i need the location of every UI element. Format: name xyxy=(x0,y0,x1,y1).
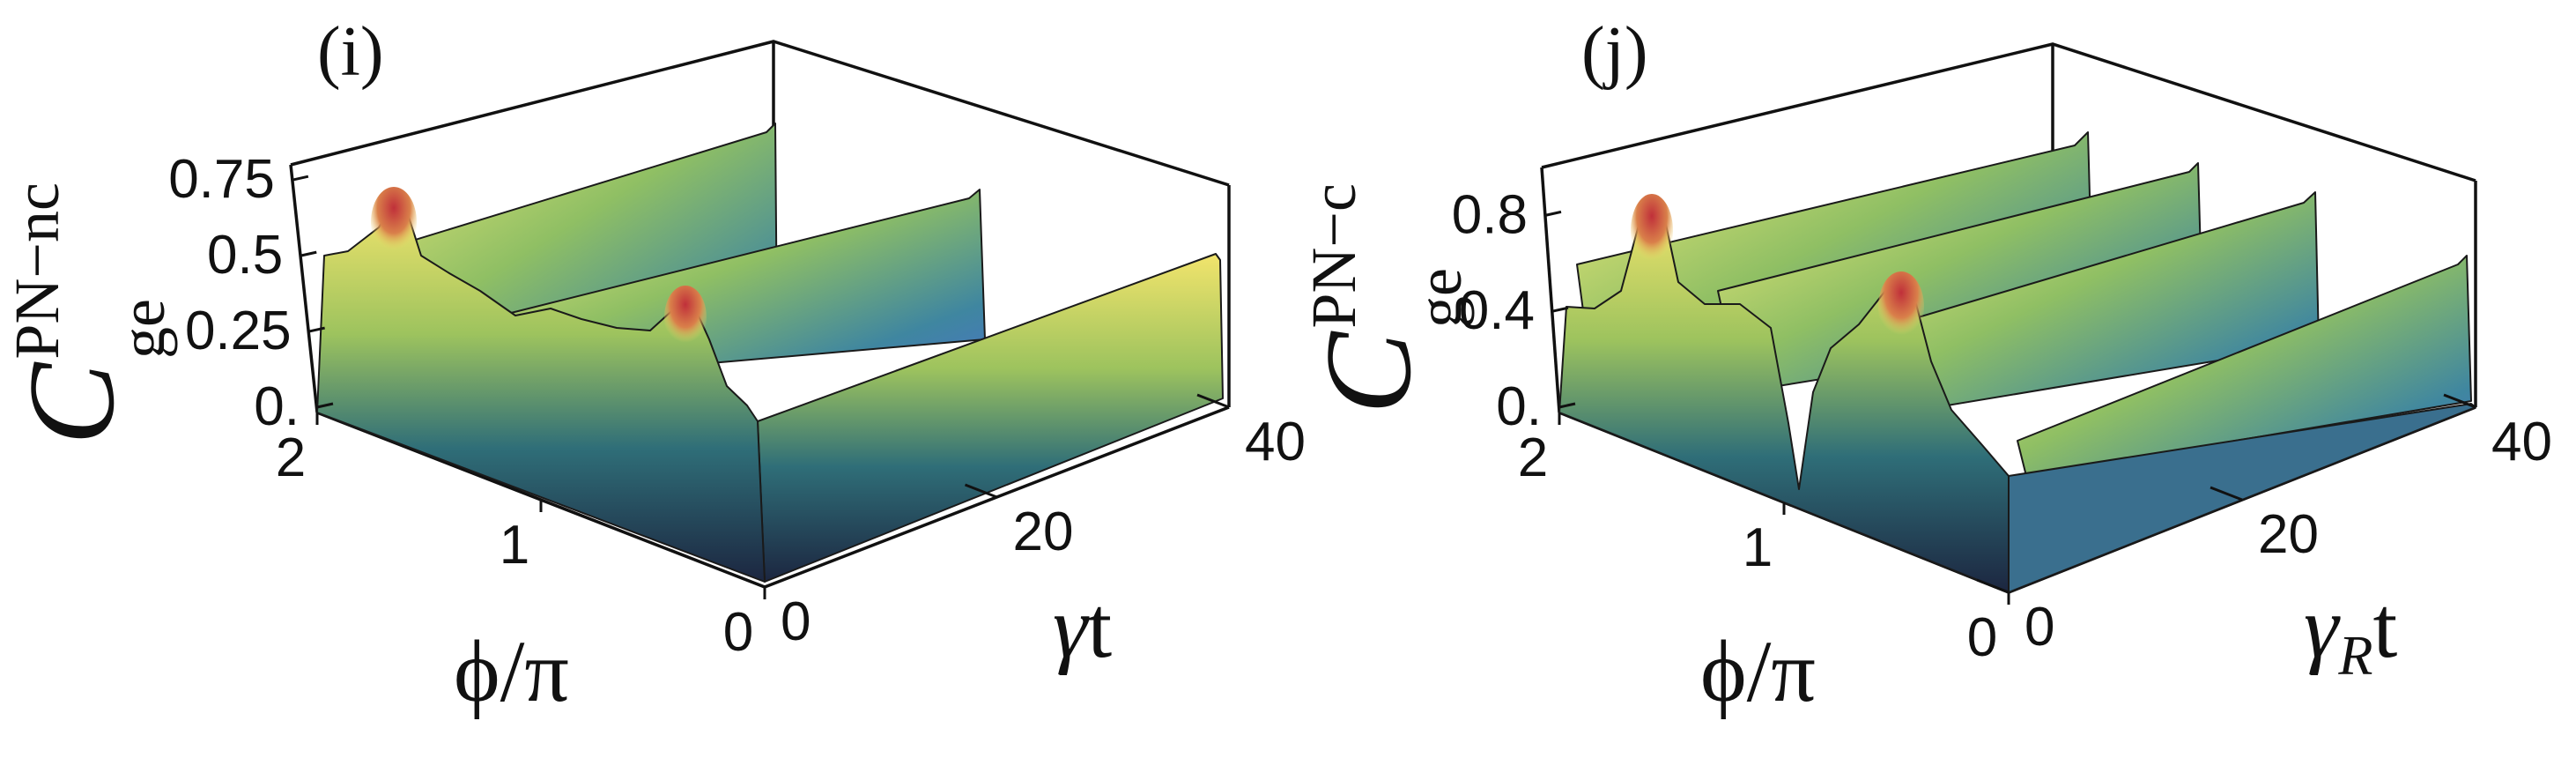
y-label-symbol-j: γ xyxy=(2304,578,2341,676)
svg-text:C PN−nc: C PN−nc xyxy=(2,182,140,445)
surface-j xyxy=(1558,131,2476,593)
panel-label-j: (j) xyxy=(1581,13,1648,91)
z-label-sub-i: ge xyxy=(107,299,178,359)
x-axis-label-i: ϕ/π xyxy=(454,622,569,720)
y-tick-label-i-1: 20 xyxy=(1013,502,1074,562)
y-tick-i-1 xyxy=(964,483,998,499)
x-tick-label-j-1: 1 xyxy=(1743,517,1773,578)
x-tick-label-j-2: 2 xyxy=(1518,427,1548,488)
panel-label-i: (i) xyxy=(317,13,384,91)
svg-text:C PN−c: C PN−c xyxy=(1299,183,1437,414)
y-tick-label-j-0: 0 xyxy=(2025,597,2054,658)
y-label-symbol-i: γ xyxy=(1053,578,1090,676)
z-tick-label-j-1: 0.4 xyxy=(1459,280,1535,341)
z-tick-label-i-1: 0.25 xyxy=(185,301,292,361)
z-label-main-i: C xyxy=(4,361,140,445)
z-label-main-j: C xyxy=(1300,331,1437,414)
y-tick-j-0 xyxy=(1976,578,2010,594)
z-tick-i-2 xyxy=(300,250,317,257)
x-axis-label-j: ϕ/π xyxy=(1700,622,1816,720)
z-tick-j-0 xyxy=(1558,402,1576,409)
z-tick-i-0 xyxy=(316,402,334,409)
y-label-unit-j: t xyxy=(2373,578,2398,676)
x-tick-label-j-0: 0 xyxy=(1967,607,1997,668)
x-tick-label-i-2: 2 xyxy=(276,427,306,488)
y-label-sub-j: R xyxy=(2337,624,2372,687)
peak-highlight-j-mid xyxy=(1878,271,1924,342)
peak-highlight-i-mid xyxy=(664,286,707,349)
z-tick-label-j-0: 0. xyxy=(1496,376,1542,437)
z-tick-label-i-0: 0. xyxy=(254,376,300,437)
y-axis-label-j: γRt xyxy=(2304,578,2398,687)
y-tick-label-i-2: 40 xyxy=(1245,412,1306,472)
z-tick-i-1 xyxy=(308,326,325,333)
z-label-sup-i: PN−nc xyxy=(2,182,72,360)
z-tick-j-2 xyxy=(1544,210,1562,217)
z-axis-label-i: C PN−nc ge xyxy=(2,182,178,445)
y-tick-label-j-2: 40 xyxy=(2491,412,2552,472)
y-tick-label-j-1: 20 xyxy=(2258,504,2319,565)
y-axis-label-i: γt xyxy=(1053,578,1112,676)
y-tick-j-1 xyxy=(2210,486,2243,502)
y-label-unit-i: t xyxy=(1087,578,1112,676)
y-tick-i-0 xyxy=(732,573,766,589)
x-tick-label-i-1: 1 xyxy=(500,515,529,576)
y-tick-i-2 xyxy=(1196,393,1230,409)
z-tick-j-1 xyxy=(1551,306,1569,313)
z-tick-i-3 xyxy=(292,175,309,182)
y-tick-j-2 xyxy=(2443,393,2476,409)
y-tick-label-i-0: 0 xyxy=(781,591,811,652)
peak-highlight-j-left xyxy=(1631,194,1673,268)
surface-i xyxy=(316,123,1224,583)
z-axis-label-j: C PN−c ge xyxy=(1299,183,1475,414)
peak-highlight-i-left xyxy=(371,187,417,257)
z-tick-label-i-2: 0.5 xyxy=(207,225,283,286)
x-tick-label-i-0: 0 xyxy=(723,602,753,663)
z-tick-label-j-2: 0.8 xyxy=(1452,184,1528,245)
z-label-sub-j: ge xyxy=(1404,268,1475,328)
z-label-sup-j: PN−c xyxy=(1299,183,1369,329)
ridge-4-j xyxy=(2017,255,2472,477)
z-tick-label-i-3: 0.75 xyxy=(168,149,275,210)
